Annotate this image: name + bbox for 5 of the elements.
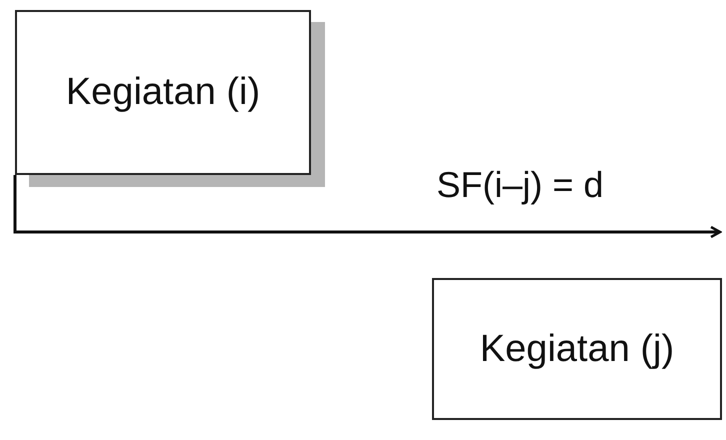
activity-label: Kegiatan (j) [480,326,674,372]
activity-box [15,10,311,175]
activity-label: Kegiatan (i) [66,70,260,115]
activity-box [432,278,722,420]
arrow [14,175,722,238]
